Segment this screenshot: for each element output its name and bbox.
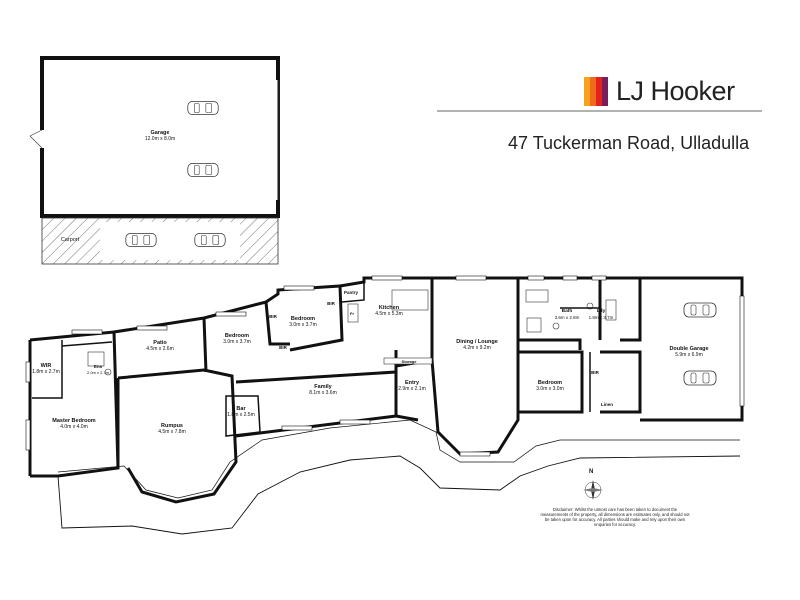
property-address: 47 Tuckerman Road, Ulladulla <box>508 133 750 153</box>
fixtures <box>87 289 617 376</box>
detached-garage <box>29 56 280 218</box>
deck-outline <box>30 404 740 512</box>
room-carport: Carport <box>60 237 80 243</box>
partitions <box>32 282 600 437</box>
room-fridge: Fr <box>350 311 354 316</box>
brand-logo: LJ Hooker <box>584 74 735 108</box>
room-pantry: Pantry <box>343 290 359 295</box>
room-bir-4: BIR <box>591 370 599 375</box>
north-label: N <box>589 469 594 475</box>
room-bir-2: BIR <box>279 345 287 350</box>
compass-icon <box>583 480 603 500</box>
windows <box>25 275 745 457</box>
brand-name: LJ Hooker <box>616 75 735 106</box>
room-storage: Storage <box>401 359 417 364</box>
disclaimer: Disclaimer: Whilst the utmost care has b… <box>540 507 690 527</box>
room-bir-3: BIR <box>327 301 335 306</box>
carport <box>41 217 279 265</box>
room-bir-1: BIR <box>269 314 277 319</box>
brand-bars-icon <box>584 76 608 106</box>
room-linen: Linen <box>601 402 613 407</box>
